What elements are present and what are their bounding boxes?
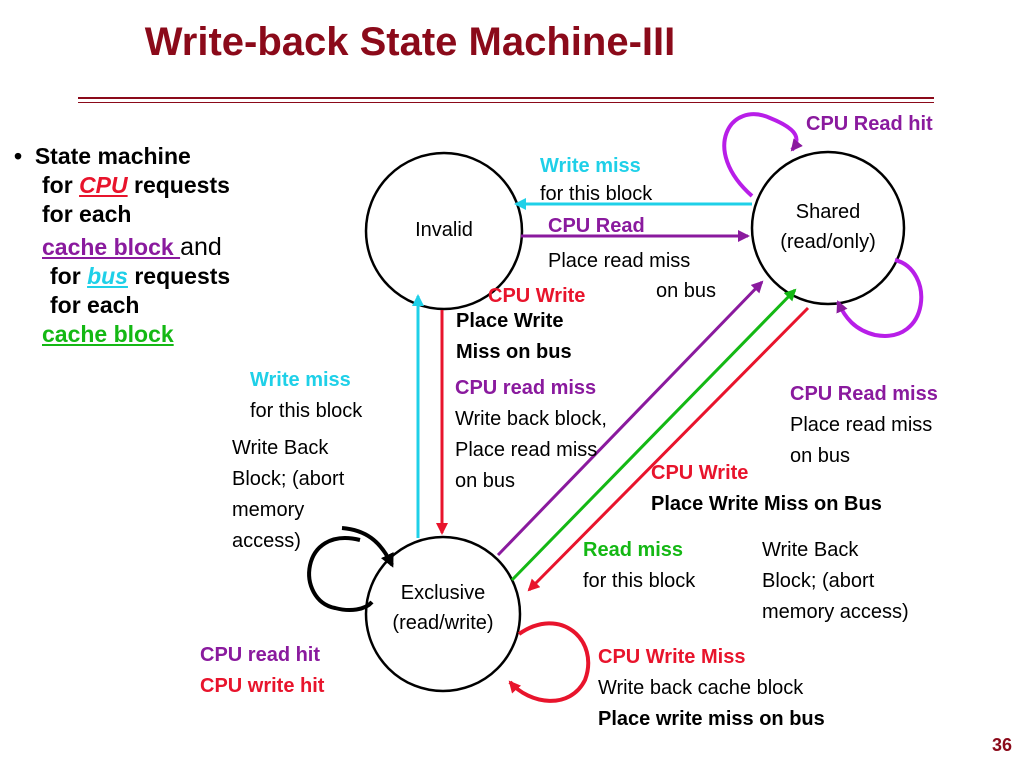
exclusive-to-shared-read-miss [510, 288, 797, 582]
state-shared-circle [750, 150, 906, 306]
shared-read-miss-loop [836, 258, 924, 338]
exclusive-to-shared-cpu-read-miss [496, 280, 764, 557]
label-cpu-write-invalid: CPU Write [488, 285, 586, 307]
bullet-block: • State machine for CPU requests for eac… [14, 142, 230, 349]
label-cpu-write-miss-1: CPU Write Miss [598, 646, 746, 668]
label-exclusive-hits: CPU read hit CPU write hit [200, 640, 324, 702]
state-exclusive-line-2: (read/write) [392, 612, 494, 634]
label-cpu-read-miss-shared: CPU Read miss Place read miss on bus [790, 379, 938, 472]
label-cpu-write-sh-1: CPU Write [651, 462, 749, 484]
label-cpu-read-2: Place read miss [548, 250, 691, 272]
label-cpu-read-miss-ex-2: Write back block, [455, 408, 607, 430]
label-write-miss-left-2: for this block [250, 400, 363, 422]
label-read-miss: Read miss for this block [583, 535, 695, 597]
bullet-dot: • [14, 143, 35, 169]
label-cpu-write-inv-3: Miss on bus [456, 341, 572, 363]
label-cpu-read-miss-sh-3: on bus [790, 445, 851, 467]
label-write-miss-left-1: Write miss [250, 369, 351, 391]
label-write-back-left-4: access) [232, 530, 301, 552]
bullet-line-3: for each [42, 201, 132, 227]
bullet-line-1: State machine [34, 143, 191, 169]
label-cpu-write-shared: CPU Write Place Write Miss on Bus [651, 458, 882, 520]
label-write-miss-left: Write miss for this block [250, 365, 362, 427]
label-cpu-read-miss-sh-2: Place read miss [790, 414, 933, 436]
label-write-back-right: Write Back Block; (abort memory access) [762, 535, 909, 628]
label-cpu-read: CPU Read [548, 215, 645, 237]
label-cpu-write-miss: CPU Write Miss Write back cache block Pl… [598, 642, 825, 735]
slide-title: Write-back State Machine-III [144, 20, 676, 64]
label-cpu-read-hit-ex: CPU read hit [200, 644, 321, 666]
bullet-line-6: for each [50, 292, 140, 318]
label-cpu-read-miss-sh-1: CPU Read miss [790, 383, 938, 405]
state-invalid-circle [364, 151, 524, 311]
label-write-back-left-3: memory [232, 499, 305, 521]
cache-block-link-1[interactable]: cache block [42, 234, 181, 260]
label-write-back-right-3: memory access) [762, 601, 909, 623]
label-write-back-left-2: Block; (abort [232, 468, 345, 490]
cache-block-link-2[interactable]: cache block [42, 321, 174, 347]
state-shared-line-1: Shared [795, 201, 861, 223]
label-cpu-read-action: Place read miss on bus [548, 246, 716, 306]
label-write-miss-top-1: Write miss [540, 155, 641, 177]
exclusive-write-miss-loop [508, 621, 591, 703]
label-write-miss-top: Write miss for this block [540, 151, 652, 210]
bullet-and: and [180, 233, 222, 261]
state-shared-label: Shared (read/only) [758, 197, 898, 257]
label-write-miss-top-2: for this block [540, 183, 653, 205]
label-write-back-right-2: Block; (abort [762, 570, 875, 592]
label-cpu-write-inv-2: Place Write [456, 310, 564, 332]
page-number: 36 [991, 735, 1012, 755]
label-write-back-left-1: Write Back [232, 437, 329, 459]
bullet-requests-2: requests [127, 263, 231, 289]
label-cpu-read-miss-ex: CPU read miss Write back block, Place re… [455, 373, 607, 497]
label-cpu-read-miss-ex-4: on bus [455, 470, 516, 492]
cpu-keyword: CPU [79, 172, 128, 198]
state-shared-line-2: (read/only) [780, 231, 876, 253]
exclusive-hit-loop-head [341, 526, 394, 568]
label-read-miss-2: for this block [583, 570, 696, 592]
state-exclusive-circle [364, 535, 522, 693]
label-cpu-read-miss-ex-3: Place read miss [455, 439, 598, 461]
label-write-back-left: Write Back Block; (abort memory access) [232, 433, 344, 557]
label-cpu-write-invalid-action: Place Write Miss on bus [456, 306, 572, 368]
label-cpu-read-miss-ex-1: CPU read miss [455, 377, 597, 399]
label-write-back-right-1: Write Back [762, 539, 859, 561]
label-cpu-write-miss-2: Write back cache block [598, 677, 804, 699]
state-invalid-label: Invalid [415, 219, 473, 241]
state-exclusive-line-1: Exclusive [400, 582, 486, 604]
label-read-miss-1: Read miss [583, 539, 684, 561]
shared-read-hit-loop [722, 112, 803, 198]
label-cpu-read-hit-shared: CPU Read hit [806, 113, 933, 135]
label-cpu-write-miss-3: Place write miss on bus [598, 708, 825, 730]
title-rule [78, 97, 934, 99]
bus-keyword: bus [87, 263, 128, 289]
bullet-requests: requests [127, 172, 230, 198]
bullet-for: for [42, 172, 80, 198]
state-exclusive-label: Exclusive (read/write) [373, 578, 513, 638]
exclusive-hit-loop [307, 536, 374, 612]
label-cpu-write-hit-ex: CPU write hit [200, 675, 325, 697]
shared-to-exclusive-cpu-write [527, 306, 810, 592]
label-cpu-write-sh-2: Place Write Miss on Bus [651, 493, 882, 515]
bullet-for-2: for [50, 263, 88, 289]
title-rule-thin [78, 102, 934, 103]
label-cpu-read-3: on bus [656, 280, 717, 302]
